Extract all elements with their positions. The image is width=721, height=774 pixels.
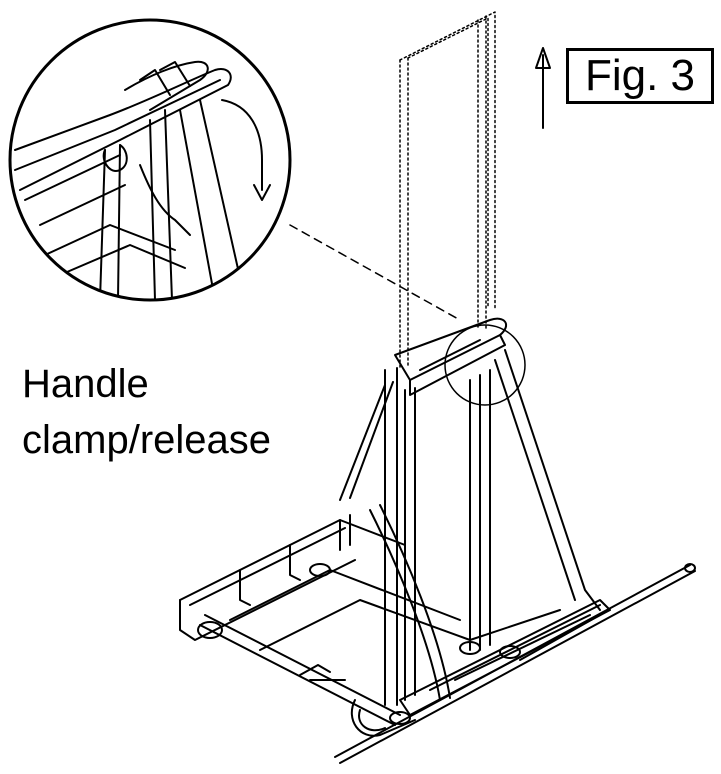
- handle-extended-dotted: [400, 12, 495, 370]
- up-arrow-icon: [536, 48, 550, 128]
- callout-line-1: Handle: [22, 362, 149, 406]
- figure-label: Fig. 3: [566, 48, 714, 104]
- callout-line-2: clamp/release: [22, 418, 272, 462]
- clamp-highlight-circle: [445, 325, 525, 405]
- rotate-down-arrow-icon: [222, 100, 270, 200]
- detail-leader-line: [290, 225, 460, 320]
- detail-magnifier: [10, 20, 290, 300]
- cart-frame: [180, 319, 695, 763]
